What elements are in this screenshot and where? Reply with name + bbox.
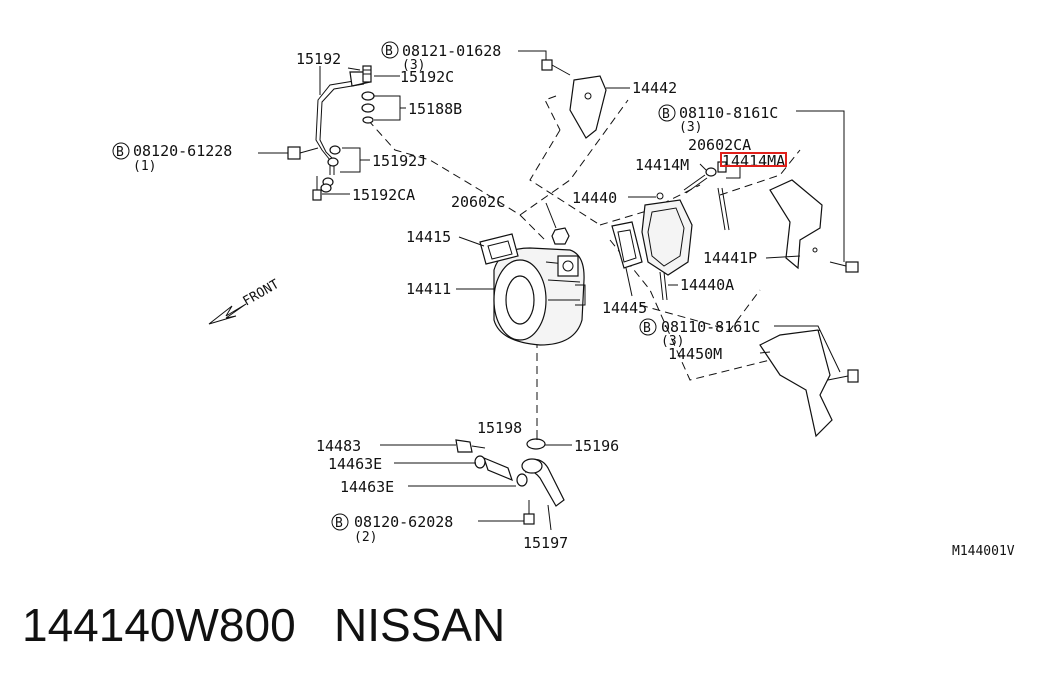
label-14440a[interactable]: 14440A: [680, 276, 734, 294]
label-08120-62028[interactable]: 08120-62028: [354, 513, 453, 531]
label-14414ma[interactable]: 14414MA: [722, 152, 785, 170]
stud-14414ma[interactable]: [717, 187, 730, 231]
bolt-15192ca[interactable]: [312, 176, 322, 201]
qty-08110-8161c-upper: (3): [679, 120, 702, 135]
label-15192j[interactable]: 15192J: [372, 152, 426, 170]
heat-insulator-14450m[interactable]: [759, 329, 833, 438]
qty-08121-01628: (3): [402, 58, 425, 73]
label-08110-8161c-lower[interactable]: 08110-8161C: [661, 318, 760, 336]
part-number-caption: 144140W800 NISSAN: [22, 599, 506, 651]
bolt-symbol-08110-upper: B: [658, 104, 676, 122]
label-14442[interactable]: 14442: [632, 79, 677, 97]
svg-text:B: B: [335, 516, 343, 531]
bolt-08110-8161c-upper[interactable]: [829, 261, 859, 273]
bolt-symbol-08110-lower: B: [639, 318, 657, 336]
label-08121-01628[interactable]: 08121-01628: [402, 42, 501, 60]
heat-insulator-14441p[interactable]: [769, 179, 823, 270]
bolt-symbol-08120-lower: B: [331, 513, 349, 531]
label-15198[interactable]: 15198: [477, 419, 522, 437]
nut-20602c[interactable]: [551, 227, 570, 245]
label-20602c[interactable]: 20602C: [451, 193, 505, 211]
label-20602ca[interactable]: 20602CA: [688, 136, 751, 154]
bolt-symbol-08121: B: [381, 41, 399, 59]
outlet-elbow-14440[interactable]: [641, 192, 693, 276]
pipe-fittings-15192j[interactable]: [320, 145, 341, 193]
label-15192ca[interactable]: 15192CA: [352, 186, 415, 204]
label-14414m[interactable]: 14414M: [635, 156, 689, 174]
highlight-14414m: [720, 152, 787, 167]
qty-08120-61228: (1): [133, 159, 156, 174]
label-14445[interactable]: 14445: [602, 299, 647, 317]
label-14441p[interactable]: 14441P: [703, 249, 757, 267]
qty-08120-62028: (2): [354, 530, 377, 545]
label-15196[interactable]: 15196: [574, 437, 619, 455]
label-15192[interactable]: 15192: [296, 50, 341, 68]
bolt-08120-62028[interactable]: [523, 500, 535, 525]
label-14463e-2[interactable]: 14463E: [340, 478, 394, 496]
gasket-14445[interactable]: [611, 221, 643, 269]
bolt-08120-61228[interactable]: [287, 146, 319, 160]
label-15188b[interactable]: 15188B: [408, 100, 462, 118]
svg-text:B: B: [643, 321, 651, 336]
label-14483[interactable]: 14483: [316, 437, 361, 455]
label-08110-8161c-upper[interactable]: 08110-8161C: [679, 104, 778, 122]
bolt-symbol-08120-upper: B: [112, 142, 130, 160]
leader-lines: [258, 50, 845, 531]
gasket-14415[interactable]: [479, 233, 519, 265]
bracket-14442[interactable]: [544, 75, 607, 139]
label-14415[interactable]: 14415: [406, 228, 451, 246]
washer-15188b[interactable]: [361, 91, 375, 124]
stud-14414m[interactable]: [683, 174, 708, 194]
qty-08110-8161c-lower: (3): [661, 334, 684, 349]
label-14463e-1[interactable]: 14463E: [328, 455, 382, 473]
clamp-14463e[interactable]: [474, 455, 528, 487]
label-14411[interactable]: 14411: [406, 280, 451, 298]
front-direction-arrow: FRONT: [208, 277, 283, 325]
label-15192c[interactable]: 15192C: [400, 68, 454, 86]
front-label: FRONT: [241, 277, 283, 310]
connector-14483[interactable]: [455, 439, 486, 453]
svg-text:B: B: [116, 145, 124, 160]
gasket-15196[interactable]: [526, 438, 546, 450]
label-08120-61228[interactable]: 08120-61228: [133, 142, 232, 160]
turbocharger-14411[interactable]: [493, 247, 586, 346]
diagram-code: M144001V: [952, 544, 1015, 559]
label-15197[interactable]: 15197: [523, 534, 568, 552]
oil-return-pipe-15197[interactable]: [521, 458, 565, 507]
svg-text:B: B: [385, 44, 393, 59]
eye-bolt-15192c[interactable]: [362, 65, 372, 83]
svg-text:B: B: [662, 107, 670, 122]
label-14450m[interactable]: 14450M: [668, 345, 722, 363]
bolt-08110-8161c-lower[interactable]: [827, 369, 859, 383]
stud-14440a[interactable]: [659, 271, 668, 301]
label-14440[interactable]: 14440: [572, 189, 617, 207]
assembly-guide-lines: [367, 99, 821, 440]
hose-15198[interactable]: [483, 456, 513, 482]
bolt-08121-01628[interactable]: [541, 59, 571, 76]
